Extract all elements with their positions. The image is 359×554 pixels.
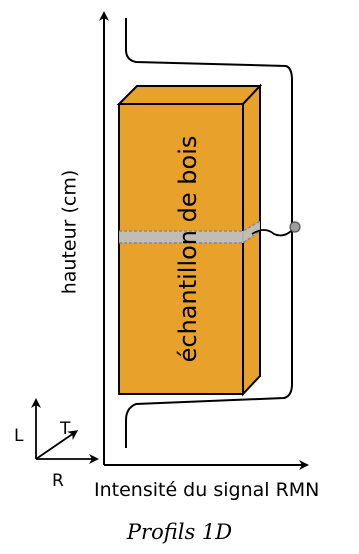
signal-profile-curve [125, 18, 293, 448]
slice-band-outline [119, 220, 261, 244]
orientation-axis-t [35, 430, 79, 460]
probe-dot [289, 221, 301, 233]
sample-top-face [116, 85, 263, 105]
wood-sample [116, 83, 263, 397]
orientation-axes-icon: L T R [14, 398, 99, 491]
orientation-label-t: T [59, 419, 71, 439]
sample-front-face [118, 103, 244, 395]
orientation-label-l: L [14, 426, 24, 446]
slice-band [119, 221, 260, 243]
figure-caption: Profils 1D [126, 520, 233, 544]
probe-line [251, 226, 296, 237]
orientation-label-r: R [52, 471, 64, 491]
x-axis-label: Intensité du signal RMN [94, 479, 319, 501]
y-axis-label: hauteur (cm) [59, 170, 81, 295]
sample-label: échantillon de bois [174, 136, 202, 363]
